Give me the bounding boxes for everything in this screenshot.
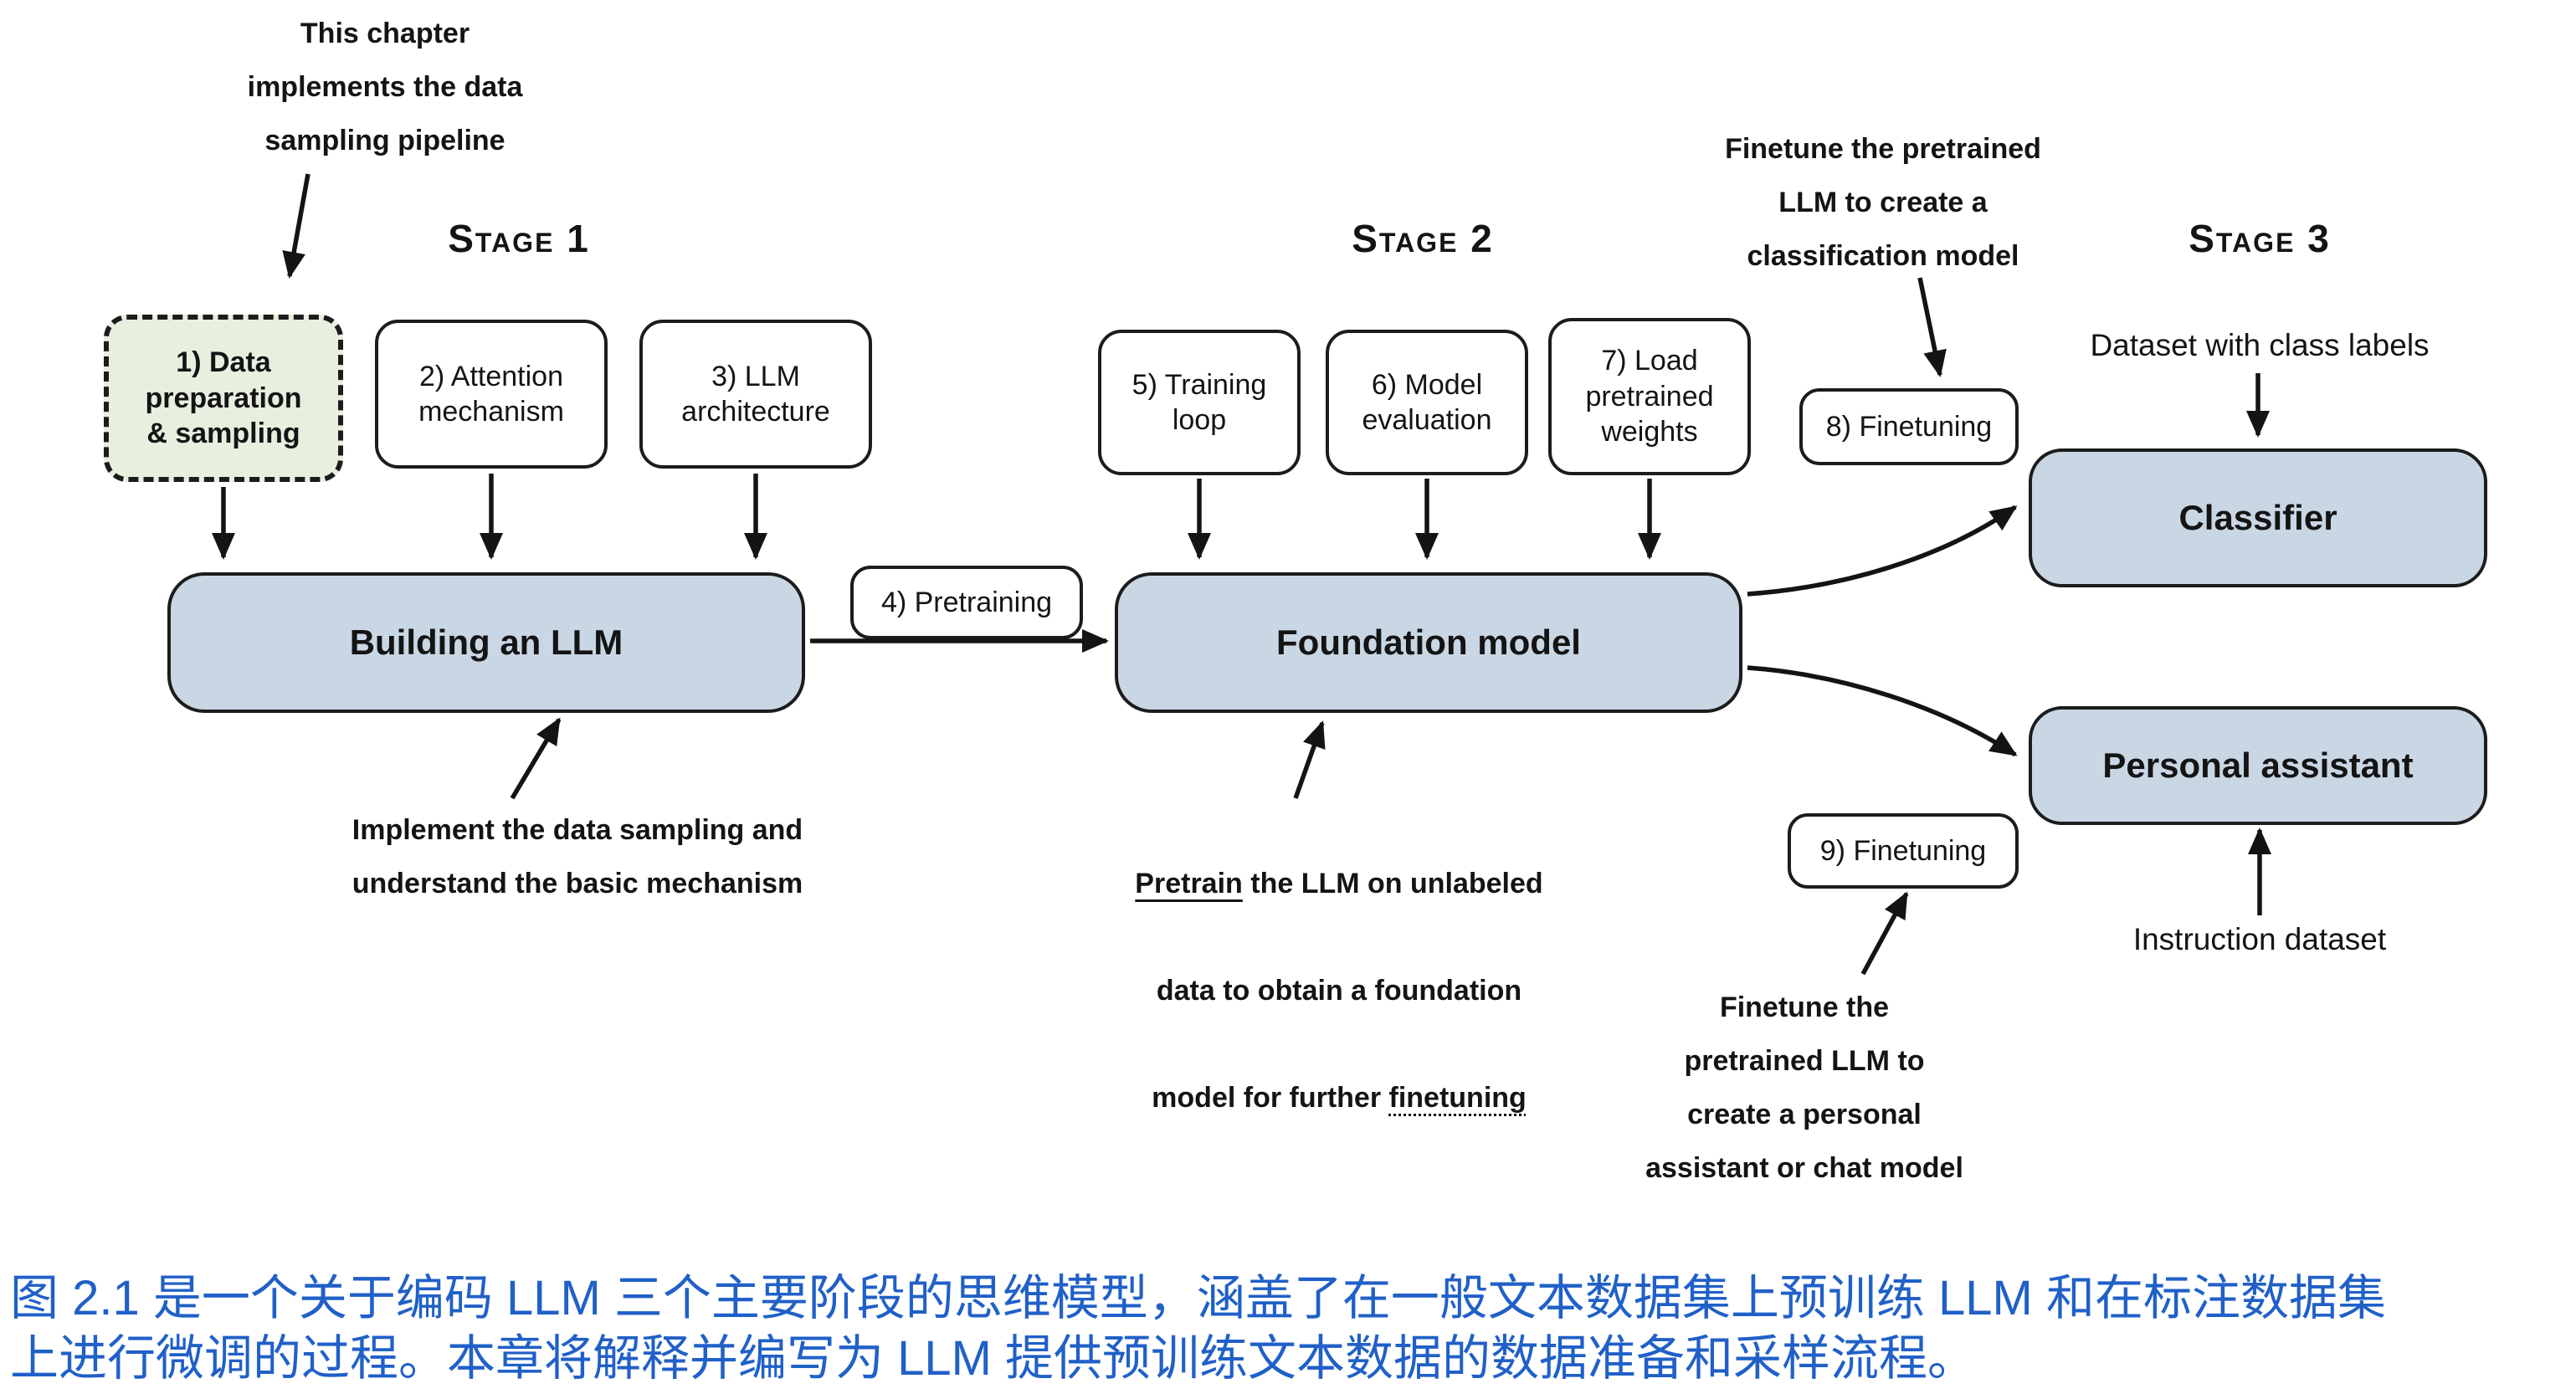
finetuning-underlined-word: finetuning xyxy=(1388,1082,1527,1114)
arrow-classification-note-to-finetuning8 xyxy=(1917,277,1947,377)
pretrain-note-line3-pre: model for further xyxy=(1152,1082,1389,1114)
box-foundation-model: Foundation model xyxy=(1115,572,1742,713)
pretrain-note: Pretrain the LLM on unlabeled data to ob… xyxy=(1080,803,1598,1178)
stage-1-heading: Stage 1 xyxy=(448,217,590,260)
arrow-chapter-note-to-data-prep xyxy=(282,173,310,279)
box-training-loop: 5) Training loop xyxy=(1098,330,1301,475)
chapter-note: This chapter implements the data samplin… xyxy=(247,18,523,156)
box-pretraining: 4) Pretraining xyxy=(850,566,1083,639)
implement-note: Implement the data sampling and understa… xyxy=(352,814,803,899)
arrow-foundation-to-assistant xyxy=(1747,665,2018,757)
arrow-pretrain-note-to-foundation xyxy=(1293,720,1326,799)
assistant-note: Finetune the pretrained LLM to create a … xyxy=(1645,992,1963,1184)
box-load-pretrained-weights: 7) Load pretrained weights xyxy=(1548,318,1751,475)
stage-3-heading: Stage 3 xyxy=(2189,217,2331,260)
instruction-dataset-label: Instruction dataset xyxy=(2132,922,2387,956)
pretrain-note-line1-rest: the LLM on unlabeled xyxy=(1242,868,1543,899)
box-classifier: Classifier xyxy=(2029,448,2487,587)
stage-2-heading: Stage 2 xyxy=(1352,217,1494,260)
classification-note: Finetune the pretrained LLM to create a … xyxy=(1725,133,2041,272)
dataset-class-labels-label: Dataset with class labels xyxy=(2090,328,2430,362)
figure-caption: 图 2.1 是一个关于编码 LLM 三个主要阶段的思维模型，涵盖了在一般文本数据… xyxy=(10,1271,2386,1386)
box-data-preparation: 1) Data preparation & sampling xyxy=(104,315,343,482)
pretrain-note-line3: model for further finetuning xyxy=(1080,1071,1598,1125)
arrow-implement-note-to-building xyxy=(510,717,562,800)
box-finetuning-9: 9) Finetuning xyxy=(1788,813,2019,889)
box-personal-assistant: Personal assistant xyxy=(2029,706,2487,825)
box-finetuning-8: 8) Finetuning xyxy=(1799,388,2019,465)
box-llm-architecture: 3) LLM architecture xyxy=(639,320,872,469)
box-attention-mechanism: 2) Attention mechanism xyxy=(375,320,608,469)
arrow-foundation-to-classifier xyxy=(1747,505,2018,597)
box-building-an-llm: Building an LLM xyxy=(167,572,805,713)
pretrain-underlined-word: Pretrain xyxy=(1135,868,1243,899)
pretrain-note-line1: Pretrain the LLM on unlabeled xyxy=(1080,857,1598,910)
box-model-evaluation: 6) Model evaluation xyxy=(1326,330,1528,475)
arrow-assistant-note-to-finetuning9 xyxy=(1860,891,1909,976)
pretrain-note-line2: data to obtain a foundation xyxy=(1156,975,1522,1007)
